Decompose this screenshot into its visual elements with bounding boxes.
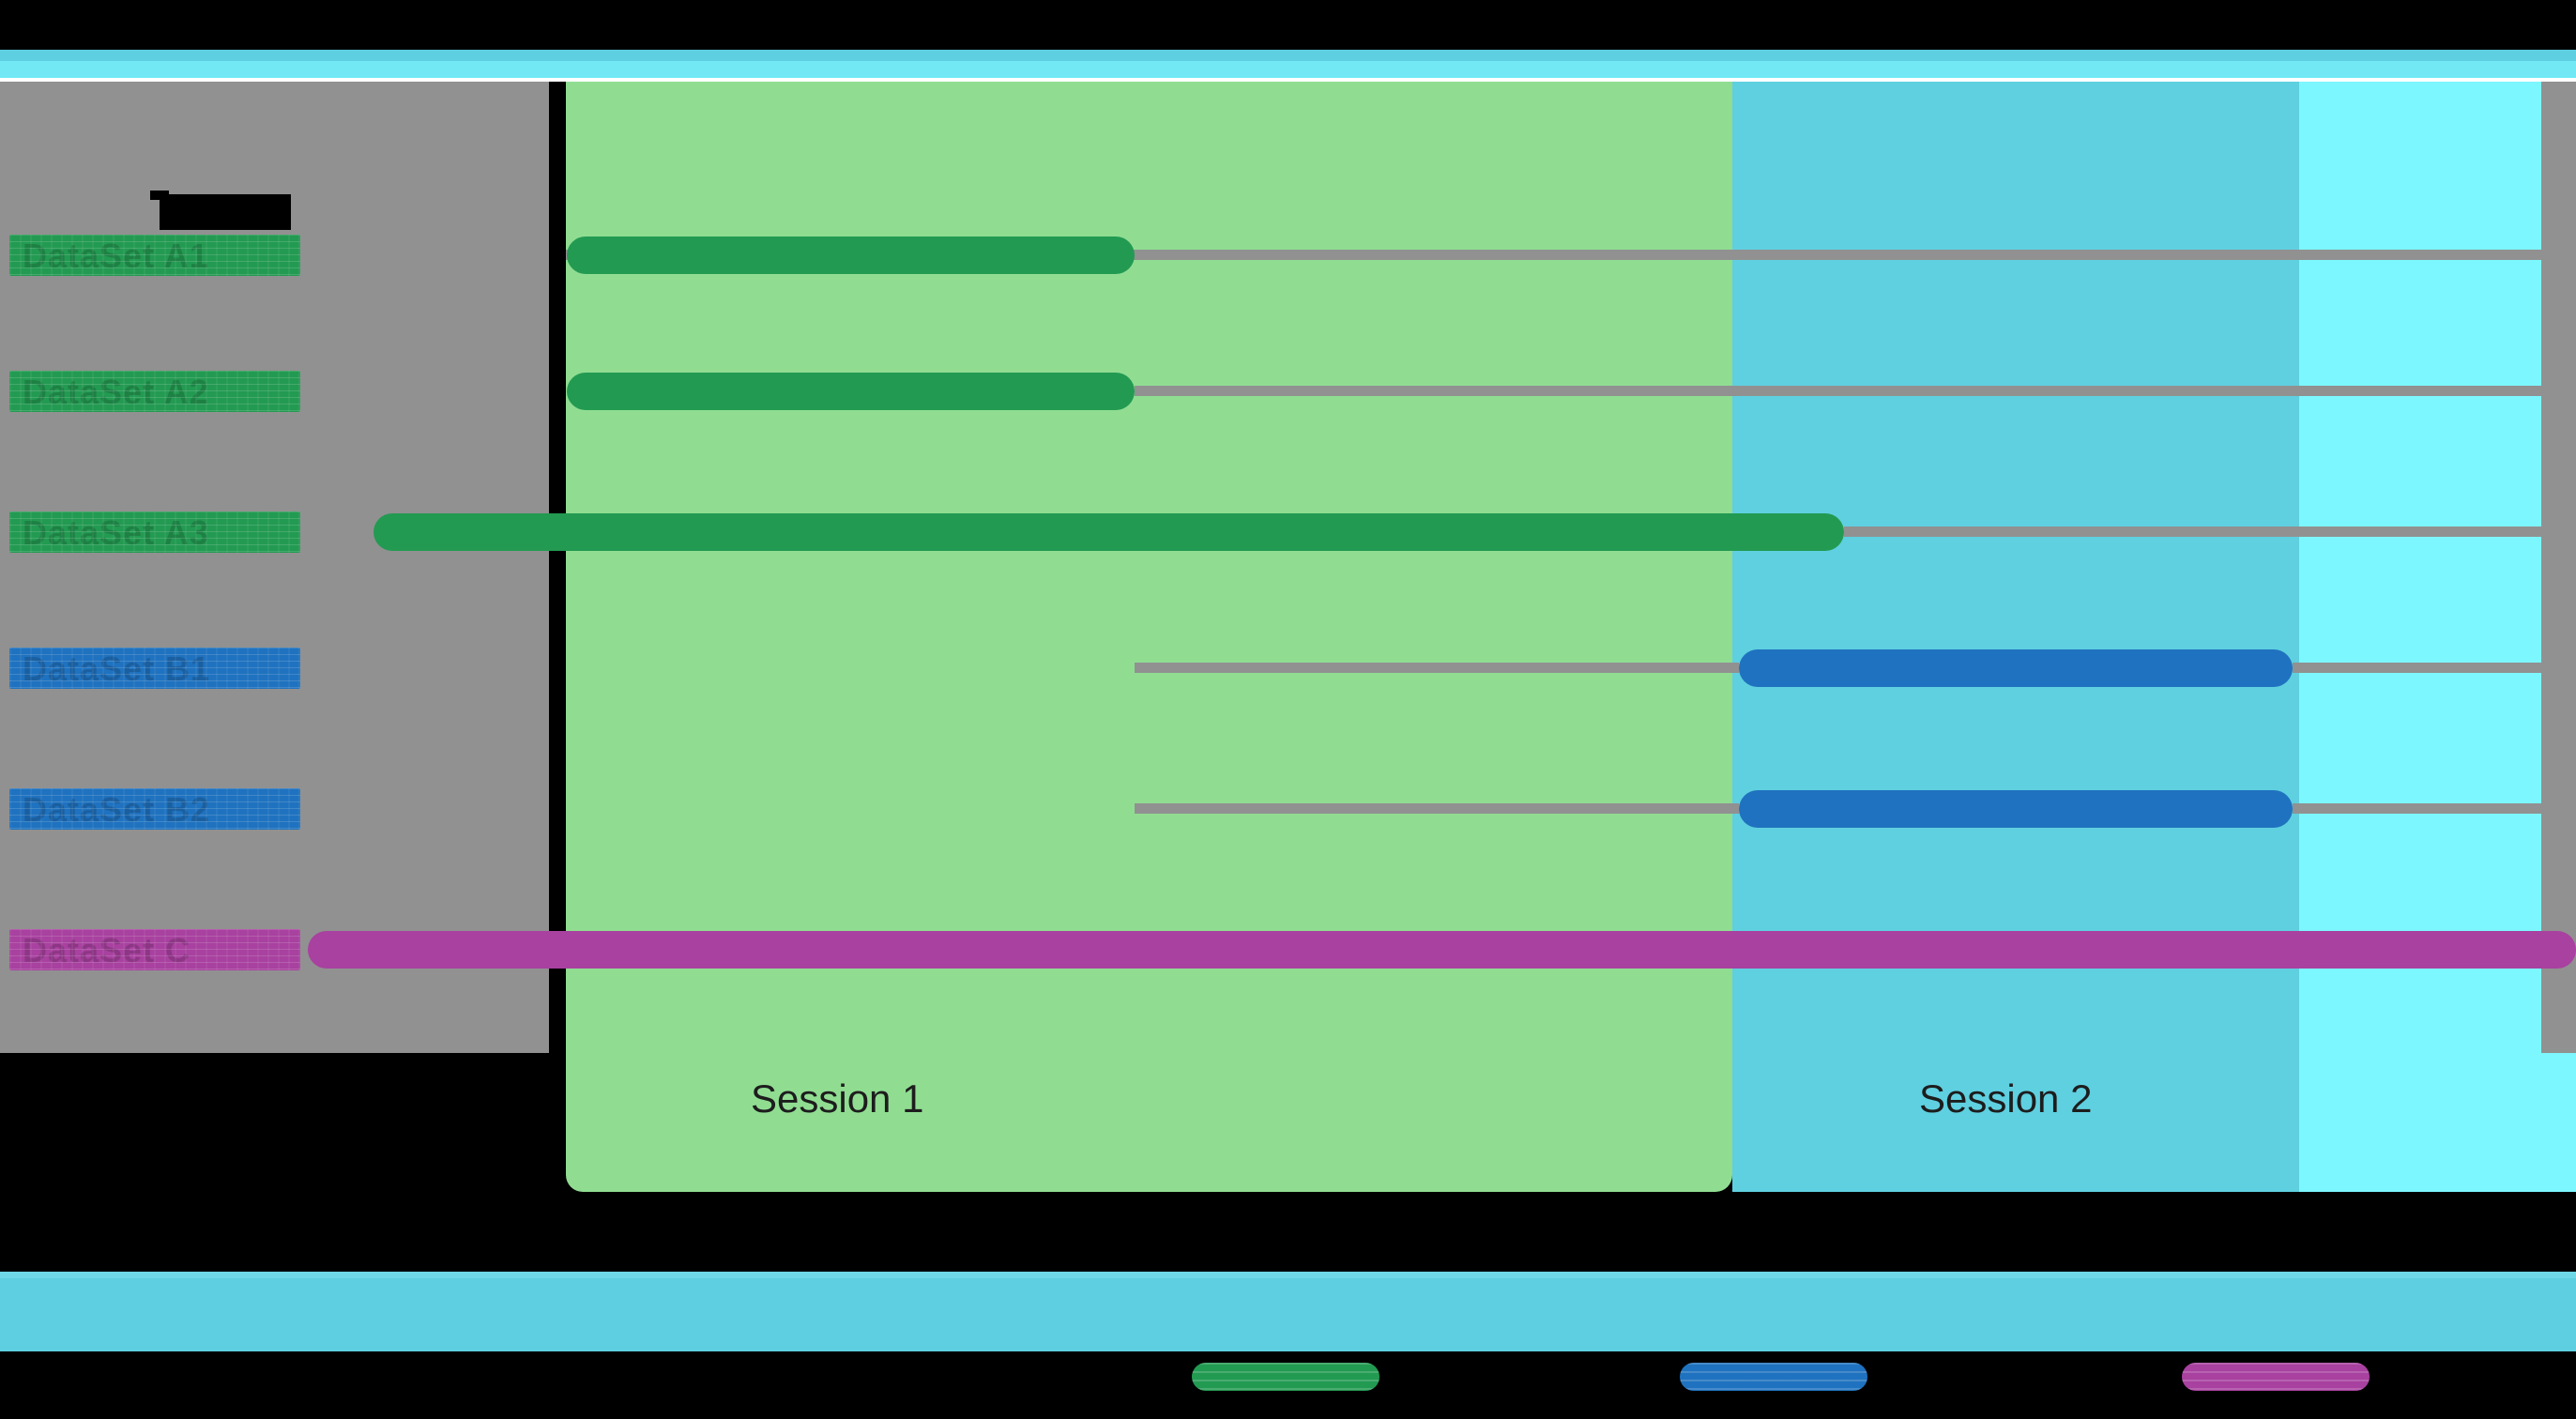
row-label-dataset-a2: DataSet A2 — [9, 371, 300, 412]
gantt-bar[interactable] — [308, 931, 2576, 969]
legend-swatch — [1192, 1363, 1379, 1391]
footer-cap — [0, 1272, 2576, 1281]
redaction-overlay — [2182, 1363, 2370, 1391]
row-label-dataset-a1: DataSet A1 — [9, 235, 300, 276]
band-label-session-2: Session 2 — [1919, 1076, 2093, 1121]
legend-swatch — [1680, 1363, 1867, 1391]
gantt-chart[interactable]: DataSet A1 DataSet A2 DataSet A3 DataSet B1… — [0, 82, 2576, 1419]
redaction-overlay — [9, 648, 300, 689]
row-label-text: DataSet A1 — [23, 236, 209, 276]
redaction-overlay — [9, 371, 300, 412]
gantt-row[interactable]: DataSet B1 — [0, 593, 2576, 734]
gantt-row[interactable]: DataSet A2 — [0, 316, 2576, 457]
gantt-bar[interactable] — [1739, 790, 2293, 828]
row-label-text: DataSet B2 — [23, 790, 210, 830]
redaction-overlay — [1192, 1363, 1379, 1391]
row-label-text: DataSet C — [23, 931, 191, 970]
band-label-session-1: Session 1 — [751, 1076, 924, 1121]
row-track — [1135, 386, 2576, 396]
row-track — [1135, 663, 1739, 673]
row-label-dataset-b1: DataSet B1 — [9, 648, 300, 689]
gantt-bar[interactable] — [567, 373, 1135, 410]
gantt-bar[interactable] — [567, 236, 1135, 274]
legend-swatch — [2182, 1363, 2370, 1391]
band-extra — [2299, 82, 2576, 1192]
header-title-redaction — [160, 194, 291, 230]
gantt-bar[interactable] — [373, 513, 1844, 551]
redaction-overlay — [1680, 1363, 1867, 1391]
redaction-overlay — [9, 788, 300, 830]
gantt-row[interactable]: DataSet A3 — [0, 457, 2576, 598]
row-label-text: DataSet A2 — [23, 373, 209, 412]
row-track — [1135, 803, 1739, 814]
chrome-strip-teal — [0, 50, 2576, 61]
redaction-overlay — [9, 235, 300, 276]
row-track — [1135, 250, 2576, 260]
gantt-row[interactable]: DataSet C — [0, 875, 2576, 1015]
gantt-row[interactable]: DataSet B2 — [0, 734, 2576, 875]
row-label-dataset-a3: DataSet A3 — [9, 511, 300, 553]
chrome-strip-cyan — [0, 61, 2576, 78]
axis-gutter — [300, 82, 549, 1053]
row-label-text: DataSet A3 — [23, 513, 209, 553]
row-label-dataset-c: DataSet C — [9, 929, 300, 970]
row-label-dataset-b2: DataSet B2 — [9, 788, 300, 830]
redaction-overlay — [9, 929, 300, 970]
row-track — [2293, 803, 2576, 814]
redaction-overlay — [9, 511, 300, 553]
row-track — [2293, 663, 2576, 673]
gantt-row[interactable]: DataSet A1 — [0, 180, 2576, 321]
band-session-2 — [1732, 82, 2299, 1192]
gantt-bar[interactable] — [1739, 649, 2293, 687]
row-label-text: DataSet B1 — [23, 649, 210, 689]
legend — [0, 1351, 2576, 1419]
chrome-strip-white — [0, 78, 2576, 82]
row-track — [1844, 526, 2576, 537]
right-axis-gutter — [2541, 82, 2576, 1053]
